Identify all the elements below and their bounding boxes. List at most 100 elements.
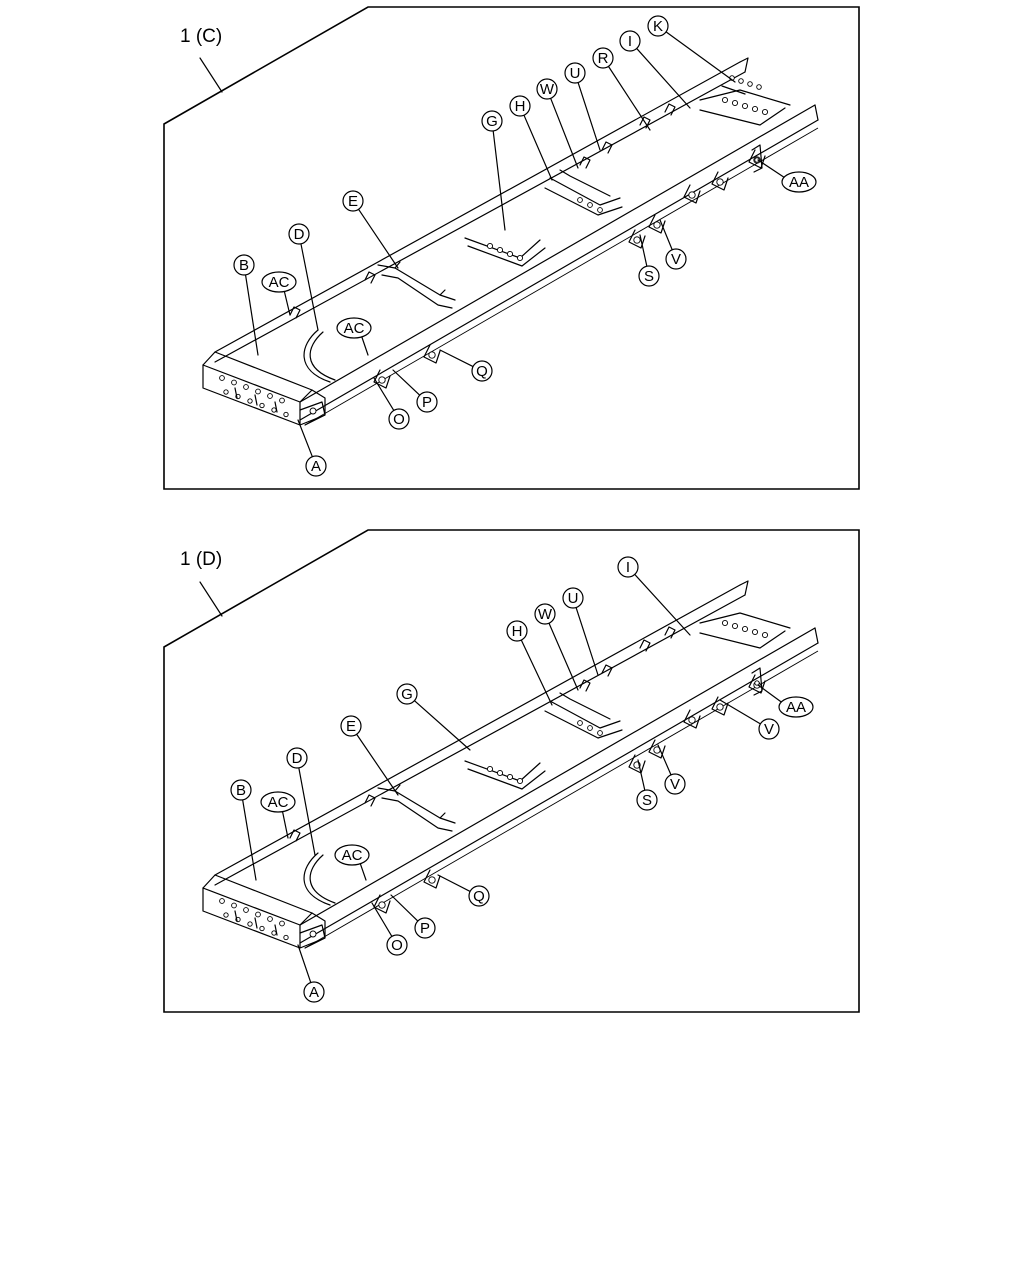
callout-d: D [288, 223, 319, 331]
callout-circle [562, 587, 584, 609]
callout-circle [758, 718, 780, 740]
callout-q: Q [437, 874, 490, 907]
callout-circle [534, 603, 556, 625]
callout-o: O [373, 377, 410, 430]
callout-leader [300, 243, 319, 331]
callout-leader [373, 377, 395, 412]
callout-leader [657, 744, 672, 776]
callout-label: Q [473, 888, 485, 905]
callout-label: H [512, 623, 523, 640]
callout-p: P [392, 369, 438, 413]
callout-label: U [568, 590, 579, 607]
callout-circle [468, 885, 490, 907]
callout-label: H [515, 98, 526, 115]
callout-aa: AA [757, 159, 817, 193]
callout-circle [509, 95, 531, 117]
callout-circle [342, 190, 364, 212]
callout-leader [298, 767, 316, 856]
callout-circle [617, 556, 639, 578]
callout-circle [665, 248, 687, 270]
callout-circle [260, 791, 296, 813]
callout-leader [492, 130, 506, 231]
callout-circle [340, 715, 362, 737]
panel-title: 1 (C) [180, 26, 222, 47]
callout-label: I [626, 559, 630, 576]
callout-leader [437, 874, 471, 893]
callout-h: H [506, 620, 553, 706]
callout-label: AC [268, 794, 289, 811]
callout-leader [665, 31, 736, 83]
callout-u: U [562, 587, 599, 676]
callout-o: O [371, 902, 408, 956]
chassis-frame-drawing [202, 57, 819, 426]
callout-label: A [309, 984, 319, 1001]
callout-i: I [617, 556, 691, 636]
callout-leader [244, 274, 259, 356]
callout-circle [305, 455, 327, 477]
callout-label: B [239, 257, 249, 274]
callout-label: D [292, 750, 303, 767]
callout-r: R [592, 47, 651, 131]
callout-e: E [342, 190, 399, 269]
callout-leader [357, 208, 399, 269]
callout-i: I [619, 30, 691, 109]
callout-leader [639, 234, 648, 267]
callout-circle [647, 15, 669, 37]
callout-b: B [233, 254, 259, 356]
callout-circle [781, 171, 817, 193]
callout-leader [361, 336, 369, 356]
callout-leader [523, 114, 553, 181]
callout-circle [778, 696, 814, 718]
callout-leader [413, 700, 471, 751]
callout-circle [386, 934, 408, 956]
callout-w: W [536, 78, 579, 169]
callout-leader [548, 622, 579, 691]
panel-title-leader [199, 57, 223, 93]
callout-leader [520, 639, 553, 706]
callout-a: A [297, 944, 325, 1003]
callout-label: A [311, 458, 321, 475]
callout-g: G [481, 110, 506, 231]
callout-ac: AC [261, 271, 297, 316]
callout-leader [636, 47, 691, 109]
panel-frame [163, 6, 860, 490]
callout-label: O [391, 937, 403, 954]
callout-s: S [636, 759, 658, 811]
callout-label: AC [342, 847, 363, 864]
callout-circle [396, 683, 418, 705]
callout-w: W [534, 603, 579, 691]
callout-label: S [644, 268, 654, 285]
callout-ac: AC [334, 844, 370, 881]
callout-label: G [486, 113, 498, 130]
callout-label: P [420, 920, 430, 937]
panel-title-leader [199, 581, 223, 617]
callout-circle [638, 265, 660, 287]
callout-leader [356, 733, 399, 796]
callout-leader [719, 699, 761, 725]
callout-leader [297, 944, 312, 984]
callout-label: W [540, 81, 555, 98]
callout-d: D [286, 747, 316, 856]
callout-circle [416, 391, 438, 413]
callout-h: H [509, 95, 553, 181]
callout-k: K [647, 15, 736, 83]
callout-leader [371, 902, 393, 938]
callout-circle [286, 747, 308, 769]
callout-circle [506, 620, 528, 642]
callout-leader [757, 159, 785, 178]
callout-leader [637, 759, 646, 791]
chassis-frame-drawing [202, 580, 819, 949]
callout-leader [757, 684, 782, 703]
callout-circle [564, 62, 586, 84]
callout-label: AA [789, 174, 809, 191]
callout-circle [388, 408, 410, 430]
callout-leader [283, 290, 291, 316]
callout-q: Q [439, 349, 493, 382]
callout-label: U [570, 65, 581, 82]
callout-v: V [659, 219, 687, 270]
callout-circle [536, 78, 558, 100]
callout-label: V [671, 251, 681, 268]
callout-label: R [598, 50, 609, 67]
